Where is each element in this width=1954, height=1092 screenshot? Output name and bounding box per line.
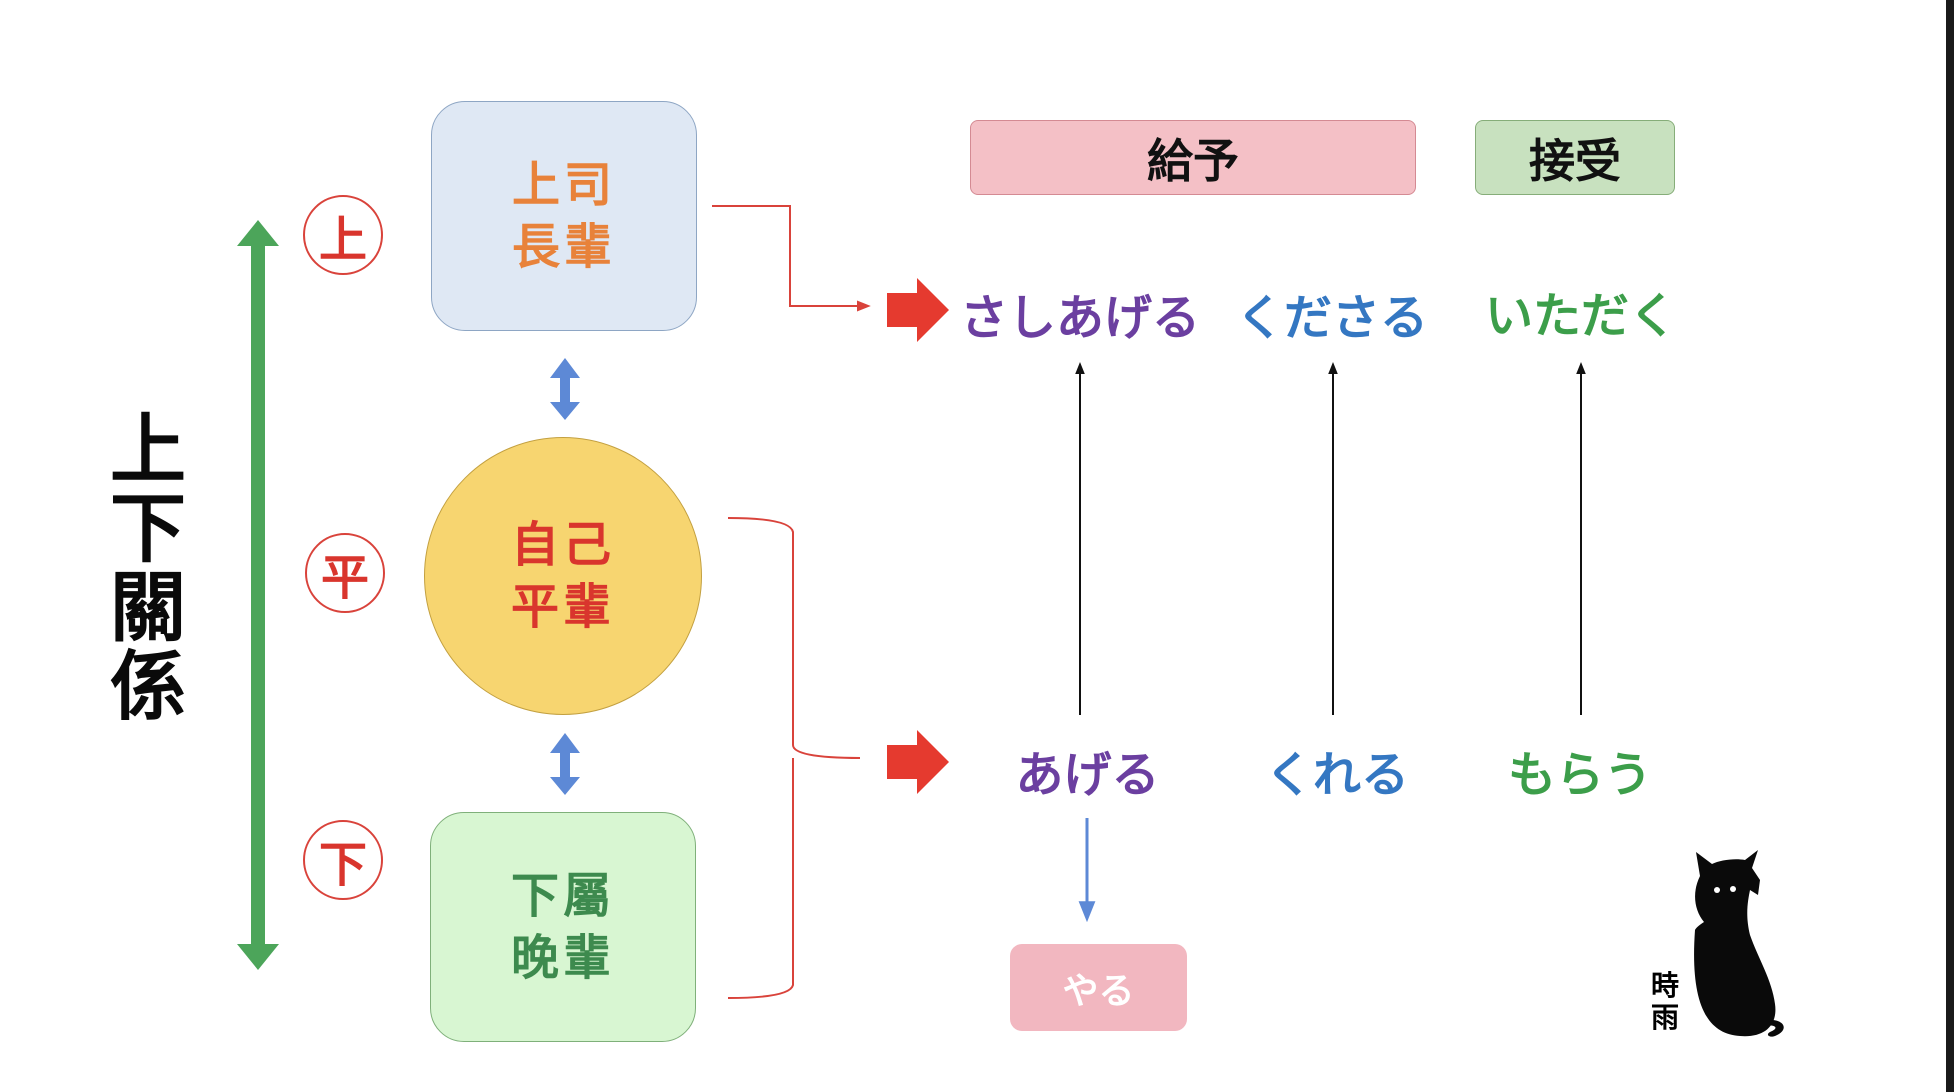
role-label: 平輩 — [510, 579, 615, 635]
hierarchy-title: 上 下 關 係 — [108, 410, 188, 726]
signature-char: 時 — [1650, 969, 1679, 1002]
superior-connector — [712, 205, 871, 312]
verb-yaru-box: やる — [1010, 944, 1187, 1031]
verb-ageru: あげる — [1015, 747, 1160, 803]
superior-role-box: 上司 長輩 — [431, 101, 697, 331]
level-equal-badge: 平 — [305, 533, 385, 613]
signature-text: 時 雨 — [1648, 970, 1682, 1034]
subordinate-role-box: 下屬 晚輩 — [430, 812, 696, 1042]
title-char: 下 — [110, 484, 186, 573]
window-edge — [1946, 0, 1954, 1092]
hierarchy-axis-arrow — [237, 220, 279, 970]
role-label: 長輩 — [511, 219, 616, 275]
verb-kureru: くれる — [1264, 747, 1409, 803]
role-label: 上司 — [511, 157, 616, 213]
giving-header: 給予 — [970, 120, 1416, 195]
red-block-arrow-upper — [887, 278, 949, 342]
level-upper-badge: 上 — [303, 195, 383, 275]
title-char: 上 — [110, 405, 186, 494]
updown-arrow-icon — [550, 733, 580, 795]
verb-sashiageru: さしあげる — [959, 290, 1200, 346]
verb-kudasaru: くださる — [1235, 290, 1428, 346]
verb-itadaku: いただく — [1484, 288, 1677, 344]
role-label: 下屬 — [510, 868, 615, 924]
title-char: 關 — [110, 563, 186, 652]
cat-logo-icon — [1694, 850, 1784, 1037]
verb-morau: もらう — [1507, 747, 1652, 803]
signature-char: 雨 — [1650, 1001, 1679, 1034]
role-label: 自己 — [510, 517, 615, 573]
red-block-arrow-lower — [887, 730, 949, 794]
receiving-header: 接受 — [1475, 120, 1675, 195]
self-role-circle: 自己 平輩 — [424, 437, 702, 715]
self-subordinate-bracket — [727, 517, 861, 999]
level-lower-badge: 下 — [303, 820, 383, 900]
role-label: 晚輩 — [510, 930, 615, 986]
updown-arrow-icon — [550, 358, 580, 420]
title-char: 係 — [110, 642, 186, 731]
